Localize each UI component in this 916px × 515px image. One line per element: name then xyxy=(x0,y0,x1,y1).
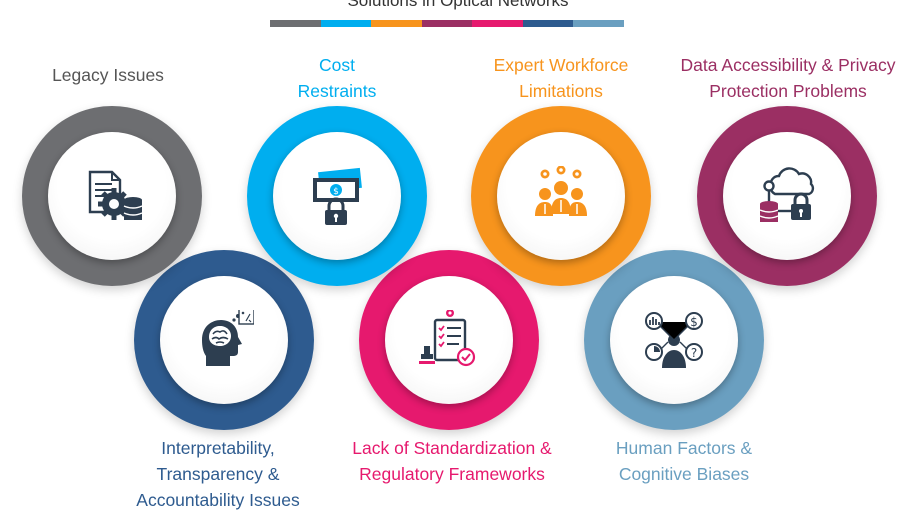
svg-text:?: ? xyxy=(691,346,697,360)
checklist-stamp-icon xyxy=(419,310,479,370)
cloud-database-lock-icon xyxy=(757,166,817,226)
svg-text:$: $ xyxy=(333,187,339,197)
label-data-privacy: Data Accessibility & Privacy Protection … xyxy=(668,52,908,104)
label-line: Interpretability, xyxy=(161,438,275,458)
svg-text:$: $ xyxy=(690,315,698,329)
ring-legacy-issues xyxy=(22,106,202,286)
label-expert-workforce: Expert Workforce Limitations xyxy=(461,52,661,104)
label-line: Cost xyxy=(319,55,355,75)
label-line: Regulatory Frameworks xyxy=(359,464,545,484)
label-line: Expert Workforce xyxy=(493,55,629,75)
label-line: Legacy Issues xyxy=(52,65,164,85)
ring-interpretability xyxy=(134,250,314,430)
label-line: Restraints xyxy=(297,81,377,101)
label-line: Transparency & xyxy=(156,464,280,484)
ring-standardization xyxy=(359,250,539,430)
color-bar-segment xyxy=(573,20,625,27)
title-color-bar xyxy=(270,20,625,27)
label-standardization: Lack of Standardization & Regulatory Fra… xyxy=(327,435,577,487)
money-lock-icon: $ xyxy=(307,166,367,226)
ring-cost-restraints: $ xyxy=(247,106,427,286)
color-bar-segment xyxy=(320,20,372,27)
label-line: Accountability Issues xyxy=(136,490,300,510)
color-bar-segment xyxy=(270,20,321,27)
label-interpretability: Interpretability, Transparency & Account… xyxy=(118,435,318,513)
label-line: Cognitive Biases xyxy=(618,464,750,484)
ring-expert-workforce xyxy=(471,106,651,286)
color-bar-segment xyxy=(472,20,523,27)
ring-data-privacy xyxy=(697,106,877,286)
label-human-factors: Human Factors & Cognitive Biases xyxy=(584,435,784,487)
color-bar-segment xyxy=(522,20,574,27)
label-line: Lack of Standardization & xyxy=(352,438,552,458)
label-line: Limitations xyxy=(519,81,603,101)
label-line: Data Accessibility & Privacy xyxy=(680,55,896,75)
color-bar-segment xyxy=(421,20,473,27)
label-line: Protection Problems xyxy=(709,81,867,101)
label-legacy-issues: Legacy Issues xyxy=(18,62,198,88)
workers-gears-icon xyxy=(531,166,591,226)
document-gear-database-icon xyxy=(82,166,142,226)
label-cost-restraints: Cost Restraints xyxy=(247,52,427,104)
color-bar-segment xyxy=(371,20,422,27)
head-strategy-icon xyxy=(194,310,254,370)
diagram-title: Solutions in Optical Networks xyxy=(347,0,569,10)
person-analytics-icon: $ ? xyxy=(644,310,704,370)
ring-human-factors: $ ? xyxy=(584,250,764,430)
label-line: Human Factors & xyxy=(615,438,753,458)
